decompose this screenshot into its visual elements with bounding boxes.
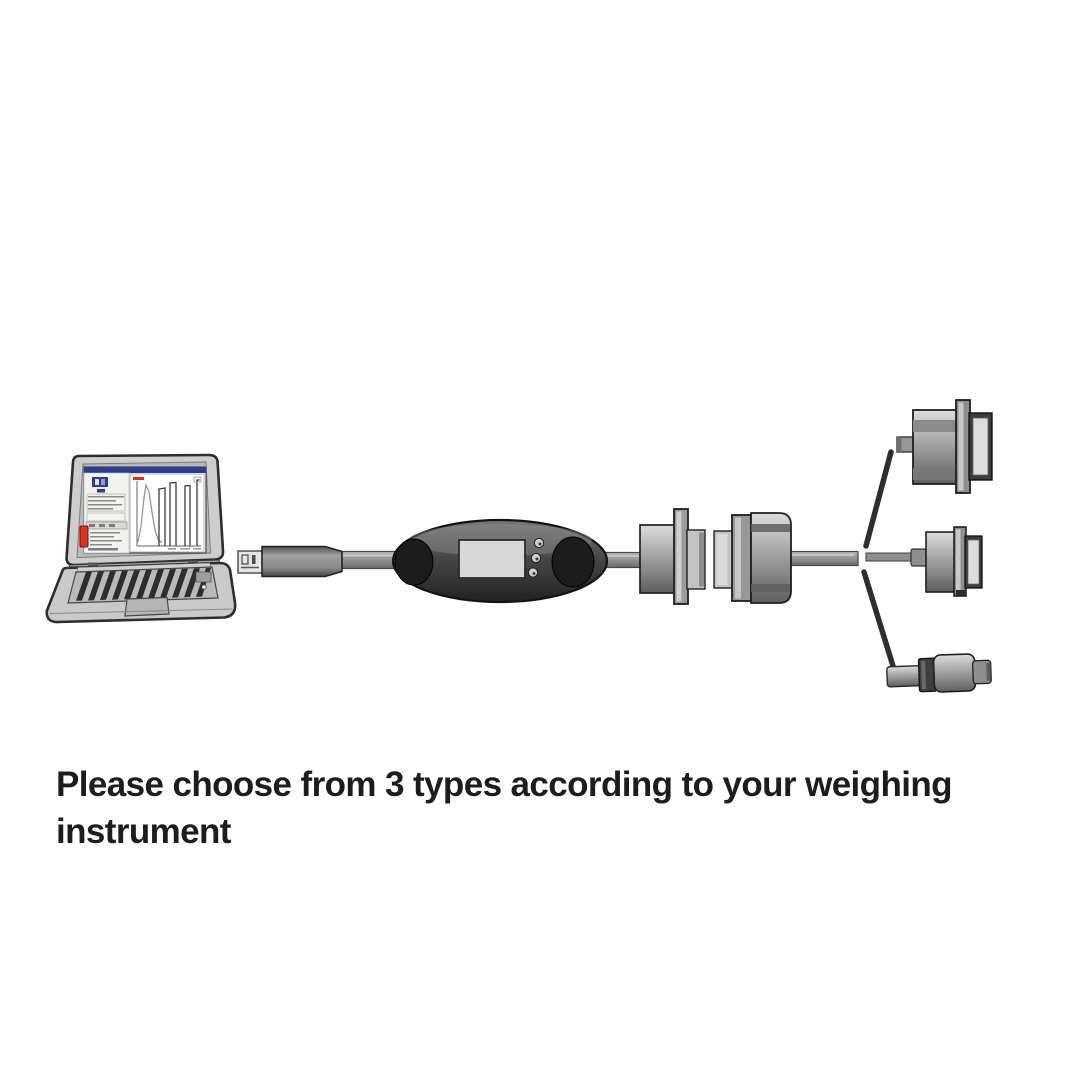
pod-end-left (394, 538, 434, 586)
connector-a-body (639, 524, 677, 594)
pod-label (458, 539, 526, 579)
chart-mini-icon (193, 476, 202, 483)
shell-shade (699, 532, 704, 587)
branch-lines (861, 449, 915, 669)
chart-pulses (158, 479, 200, 546)
pin-shade (897, 437, 902, 452)
chart-curve (137, 482, 163, 544)
caption-line-1: Please choose from 3 types according to … (56, 765, 953, 804)
toolbar-tick (109, 524, 115, 527)
cable-usb-to-pod (337, 550, 407, 570)
connector-b-flange (731, 514, 752, 602)
caption: Please choose from 3 types according to … (56, 761, 1056, 855)
logo-sub-mark (97, 489, 105, 493)
connector-option-3-din (886, 653, 992, 693)
collar-highlight (921, 661, 927, 690)
branch-line-middle (865, 552, 915, 562)
chart-red-tag (133, 477, 144, 480)
connector-option-2-small-dsub (910, 526, 983, 597)
main-output-cable (785, 550, 859, 567)
panel-footer-bar (88, 548, 118, 551)
usb-plug (237, 545, 343, 578)
serial-connector-female (639, 508, 706, 605)
base-front-edge (49, 608, 233, 614)
keyboard-side-cluster (195, 571, 212, 583)
chart-axes (136, 481, 201, 547)
usb-plug-body (261, 545, 343, 578)
connector-b-body (750, 512, 792, 604)
chart-axis-labels (168, 548, 201, 550)
flange-highlight (676, 511, 682, 602)
option2-body (925, 531, 957, 593)
keyboard-key-stripes (76, 567, 211, 601)
toolbar-tick (89, 524, 95, 527)
flange-highlight (735, 517, 741, 599)
logo-mark (101, 479, 105, 485)
body-groove (751, 524, 790, 532)
software-text-rows (88, 496, 124, 546)
software-stop-button (79, 525, 89, 548)
weighing-software-window (79, 467, 206, 554)
branch-line-top (863, 449, 894, 549)
option2-shell-face (967, 539, 980, 585)
tip-shade (986, 662, 991, 681)
software-group-box (86, 512, 126, 522)
usb-contact-slot (252, 555, 256, 564)
body-band (913, 420, 958, 432)
option2-bottom-tab (956, 590, 965, 596)
laptop-touchpad (124, 596, 170, 617)
pod-status-leds (527, 537, 545, 578)
power-dot (201, 584, 207, 590)
option3-barrel (932, 653, 977, 693)
body-band (913, 468, 958, 480)
software-titlebar (84, 467, 206, 473)
usb-contact-slot (241, 554, 249, 565)
toolbar-tick (99, 524, 105, 527)
laptop (45, 453, 237, 624)
software-group-box (86, 493, 126, 512)
flange-highlight (956, 529, 961, 594)
option1-shell-face (972, 417, 989, 476)
option3-stub (886, 665, 924, 688)
serial-connector-male (713, 512, 792, 604)
flange-highlight (958, 402, 964, 491)
logo-mark (95, 479, 99, 485)
branch-line-bottom (861, 569, 896, 669)
shell-face (716, 534, 728, 585)
hinge-block (88, 562, 98, 569)
software-logo (92, 477, 108, 487)
usb-serial-converter-pod (391, 518, 609, 604)
software-chart-panel (129, 473, 205, 553)
pod-end-right (551, 536, 595, 588)
connector-option-1-large-dsub (896, 399, 993, 494)
body-groove (751, 584, 790, 592)
caption-line-2: instrument (56, 812, 231, 851)
